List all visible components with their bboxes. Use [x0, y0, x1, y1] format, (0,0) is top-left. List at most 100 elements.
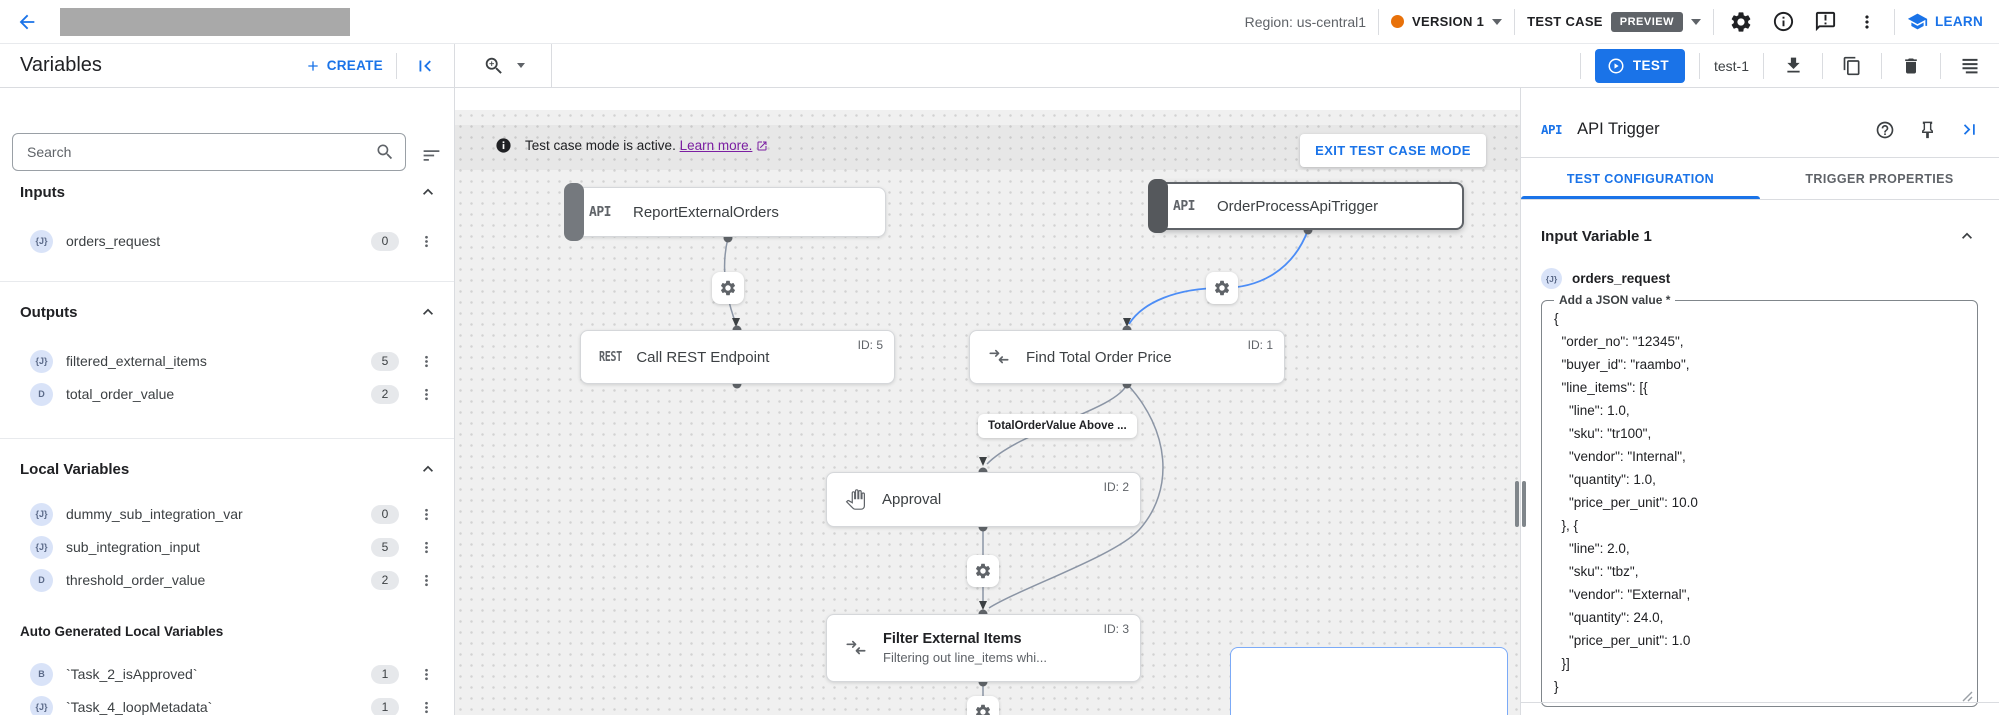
variable-row-filtered-external-items[interactable]: {J} filtered_external_items 5	[0, 345, 455, 377]
logs-menu-button[interactable]	[1955, 51, 1985, 81]
test-button[interactable]: TEST	[1594, 48, 1685, 83]
variable-menu-button[interactable]	[411, 379, 441, 409]
search-icon	[377, 144, 393, 160]
delete-button[interactable]	[1896, 51, 1926, 81]
variable-menu-button[interactable]	[411, 532, 441, 562]
chevron-up-icon[interactable]	[1957, 226, 1977, 246]
json-value-field[interactable]: Add a JSON value * { "order_no": "12345"…	[1541, 293, 1978, 707]
collapse-panel-button[interactable]	[1955, 116, 1983, 144]
back-button[interactable]	[12, 7, 42, 37]
variables-sidebar: Inputs {J} orders_request 0 Outputs {J} …	[0, 88, 455, 715]
duplicate-button[interactable]	[1837, 51, 1867, 81]
variable-row-threshold-order-value[interactable]: D threshold_order_value 2	[0, 564, 455, 596]
chevron-up-icon[interactable]	[418, 302, 438, 322]
edge-condition-label[interactable]: TotalOrderValue Above ...	[978, 414, 1137, 438]
canvas-scrollbar[interactable]	[1515, 481, 1519, 527]
resize-handle[interactable]	[1962, 691, 1973, 702]
pin-panel-button[interactable]	[1913, 116, 1941, 144]
collapse-sidebar-button[interactable]	[410, 51, 440, 81]
variable-menu-button[interactable]	[411, 692, 441, 715]
learn-more-link[interactable]: Learn more.	[680, 138, 769, 153]
outputs-section-header[interactable]: Outputs	[20, 302, 438, 322]
create-variable-button[interactable]: CREATE	[305, 58, 383, 74]
variable-row-total-order-value[interactable]: D total_order_value 2	[0, 378, 455, 410]
divider	[1698, 52, 1700, 79]
integration-name-redacted	[60, 7, 350, 36]
workflow-canvas[interactable]: Test case mode is active. Learn more. EX…	[455, 88, 1520, 715]
help-button[interactable]	[1871, 116, 1899, 144]
variable-row-sub-integration-input[interactable]: {J} sub_integration_input 5	[0, 531, 455, 563]
auto-generated-section-header: Auto Generated Local Variables	[20, 624, 224, 639]
local-variables-section-header[interactable]: Local Variables	[20, 459, 438, 479]
settings-button[interactable]	[1726, 7, 1756, 37]
variable-menu-button[interactable]	[411, 499, 441, 529]
edge-settings-gear-icon[interactable]	[967, 555, 999, 587]
more-options-button[interactable]	[1852, 7, 1882, 37]
task-id-label: ID: 5	[857, 338, 883, 352]
divider	[1579, 52, 1581, 79]
variable-row-task2-isapproved[interactable]: B `Task_2_isApproved` 1	[0, 658, 455, 690]
test-case-name[interactable]: test-1	[1713, 57, 1749, 74]
panel-title: Variables	[20, 54, 102, 76]
divider	[0, 438, 454, 439]
edge-settings-gear-icon[interactable]	[712, 272, 744, 304]
edge-settings-gear-icon[interactable]	[967, 696, 999, 715]
json-value-input[interactable]: { "order_no": "12345", "buyer_id": "raam…	[1554, 311, 1698, 694]
tab-test-configuration[interactable]: TEST CONFIGURATION	[1521, 158, 1760, 199]
chevron-up-icon[interactable]	[418, 182, 438, 202]
editor-toolbar: Variables CREATE TEST	[0, 44, 1999, 88]
node-filter-external-items[interactable]: Filter External Items Filtering out line…	[826, 614, 1141, 682]
info-icon	[496, 138, 511, 153]
test-mode-banner: Test case mode is active. Learn more.	[495, 137, 768, 154]
search-input[interactable]	[27, 144, 375, 160]
divider	[0, 281, 454, 282]
variable-menu-button[interactable]	[411, 565, 441, 595]
usage-count-badge: 5	[371, 351, 399, 371]
task-id-label: ID: 3	[1103, 622, 1129, 636]
node-report-external-orders[interactable]: API ReportExternalOrders	[564, 183, 886, 241]
panel-title: API Trigger	[1577, 120, 1660, 138]
test-case-selector[interactable]: TEST CASE PREVIEW	[1527, 11, 1701, 32]
usage-count-badge: 2	[371, 384, 399, 404]
download-button[interactable]	[1778, 51, 1808, 81]
exit-test-case-mode-button[interactable]: EXIT TEST CASE MODE	[1300, 134, 1486, 167]
task-id-label: ID: 1	[1247, 338, 1273, 352]
input-variable-section-header[interactable]: Input Variable 1	[1541, 226, 1977, 246]
feedback-button[interactable]	[1810, 7, 1840, 37]
rest-task-tag: REST	[599, 349, 622, 365]
chevron-up-icon[interactable]	[418, 459, 438, 479]
variable-menu-button[interactable]	[411, 346, 441, 376]
node-approval[interactable]: Approval ID: 2	[826, 472, 1141, 527]
variable-menu-button[interactable]	[411, 659, 441, 689]
data-mapping-icon	[988, 346, 1010, 368]
sort-filter-button[interactable]	[416, 140, 446, 170]
version-selector[interactable]: VERSION 1	[1391, 14, 1503, 29]
variable-row-task4-loopmetadata[interactable]: {J} `Task_4_loopMetadata` 1	[0, 691, 455, 715]
chevron-down-icon[interactable]	[517, 63, 525, 68]
double-type-icon: D	[30, 568, 53, 592]
usage-count-badge: 5	[371, 537, 399, 557]
usage-count-badge: 1	[371, 697, 399, 715]
tab-trigger-properties[interactable]: TRIGGER PROPERTIES	[1805, 171, 1954, 186]
variable-menu-button[interactable]	[411, 226, 441, 256]
panel-tabs: TEST CONFIGURATION TRIGGER PROPERTIES	[1521, 158, 1999, 200]
usage-count-badge: 0	[371, 504, 399, 524]
variable-row-dummy-sub-integration-var[interactable]: {J} dummy_sub_integration_var 0	[0, 498, 455, 530]
empty-note-box[interactable]	[1230, 647, 1508, 715]
api-trigger-tag: API	[1173, 198, 1195, 214]
node-order-process-api-trigger[interactable]: API OrderProcessApiTrigger	[1148, 179, 1464, 233]
school-icon	[1907, 13, 1928, 30]
inputs-section-header[interactable]: Inputs	[20, 182, 438, 202]
node-call-rest-endpoint[interactable]: REST Call REST Endpoint ID: 5	[580, 330, 895, 384]
info-button[interactable]	[1768, 7, 1798, 37]
variable-row-orders-request[interactable]: {J} orders_request 0	[0, 225, 455, 257]
panel-scrollbar[interactable]	[1522, 481, 1526, 527]
edge-settings-gear-icon[interactable]	[1206, 272, 1238, 304]
play-icon	[1608, 58, 1624, 73]
node-find-total-order-price[interactable]: Find Total Order Price ID: 1	[969, 330, 1285, 384]
learn-link[interactable]: LEARN	[1907, 11, 1983, 32]
zoom-button[interactable]	[479, 51, 509, 81]
search-field[interactable]	[12, 133, 406, 171]
boolean-type-icon: B	[30, 662, 53, 686]
